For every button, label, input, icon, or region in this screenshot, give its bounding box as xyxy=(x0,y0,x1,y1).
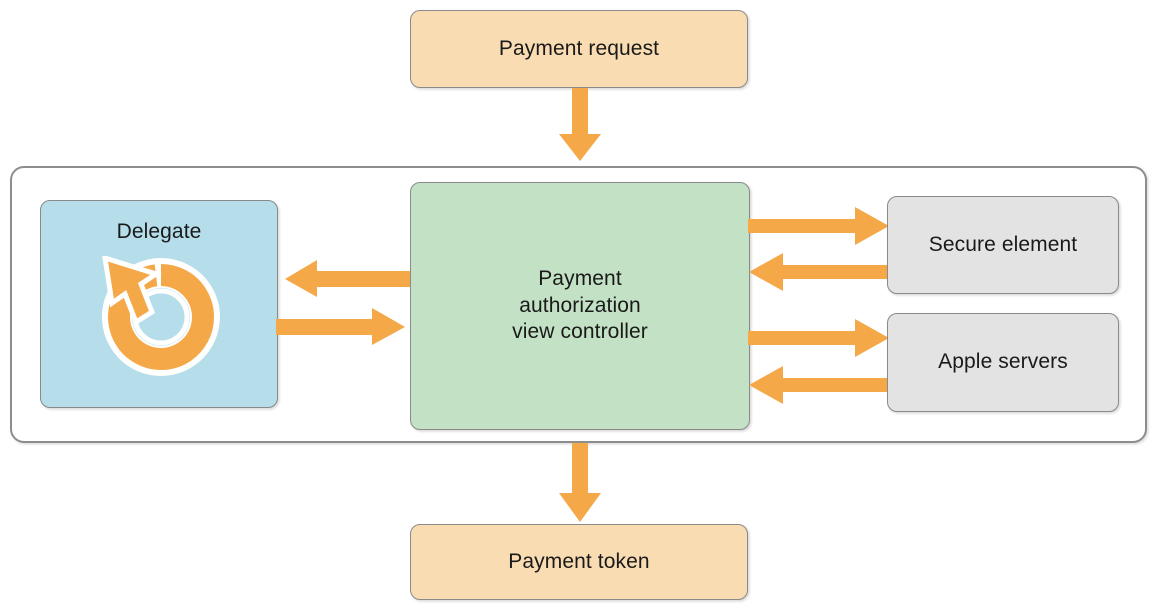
node-secure-element: Secure element xyxy=(887,196,1119,294)
arrow-payment-request-to-controller xyxy=(559,88,601,161)
node-secure-element-label: Secure element xyxy=(928,232,1078,256)
node-payment-authorization-view-controller: Payment authorization view controller xyxy=(410,182,750,430)
node-payment-token: Payment token xyxy=(410,524,748,600)
node-payment-request-label: Payment request xyxy=(498,36,660,60)
node-delegate: Delegate xyxy=(40,200,278,408)
node-apple-servers-label: Apple servers xyxy=(938,350,1068,374)
arrow-controller-to-payment-token xyxy=(559,443,601,522)
node-apple-servers: Apple servers xyxy=(887,313,1119,412)
node-payment-authorization-view-controller-label: Payment authorization view controller xyxy=(512,266,648,344)
node-payment-request: Payment request xyxy=(410,10,748,88)
node-delegate-label: Delegate xyxy=(116,220,202,243)
refresh-circle-icon xyxy=(102,256,220,376)
node-payment-token-label: Payment token xyxy=(508,549,650,573)
